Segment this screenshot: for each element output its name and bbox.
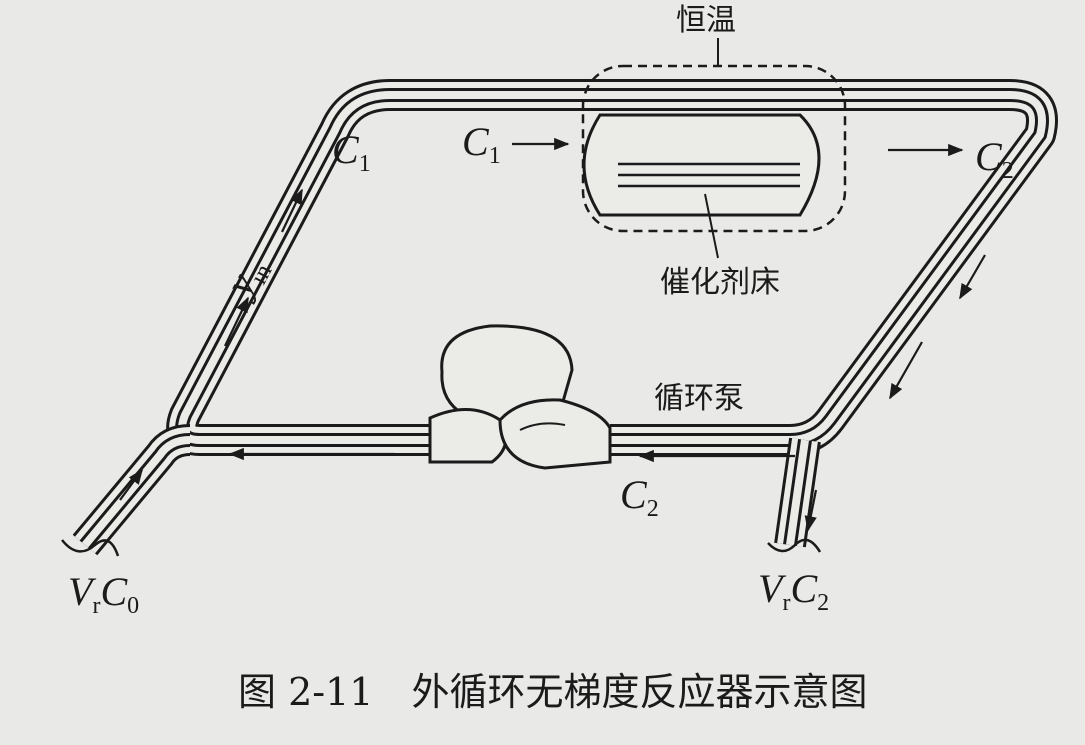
inlet-vrc0-label: VrC0 [68,569,139,619]
flow-arrow-left-up-1 [281,188,303,233]
catalyst-bed-label: 催化剂床 [660,265,780,300]
circulation-pump [428,324,612,470]
catalyst-bed-leader [704,193,719,259]
flow-arrow-outlet [804,489,818,532]
feed-inlet-pipe [61,424,191,557]
outlet-vrc2-label: VrC2 [758,566,829,616]
c2-right-label: C2 [975,134,1014,184]
flow-arrow-left-up-2 [224,296,249,347]
thermostat-label: 恒温 [676,3,736,38]
flow-arrows [119,137,986,532]
catalyst-bed-chamber [582,113,821,217]
product-outlet-pipe [767,437,822,553]
c1-left-label: C1 [332,127,371,177]
circulation-pump-label: 循环泵 [654,381,744,416]
c2-bottom-label: C2 [620,472,659,522]
flow-arrow-right-down-2 [889,341,923,400]
flow-arrow-right-down-1 [959,254,986,300]
thermostat-zone [581,64,847,233]
c1-top-label: C1 [462,119,501,169]
flow-arrow-feed [119,468,143,501]
figure-caption: 图 2-11 外循环无梯度反应器示意图 [238,670,867,714]
